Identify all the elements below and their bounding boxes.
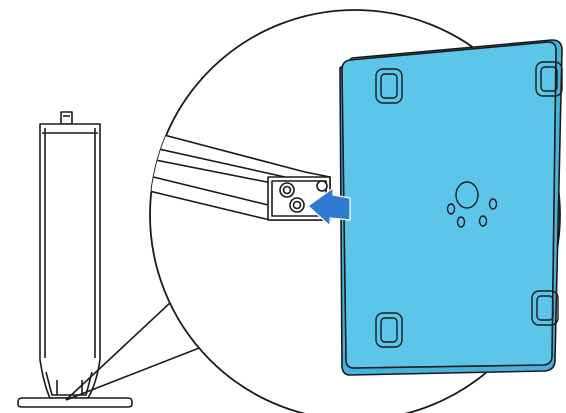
tall-speaker-icon xyxy=(18,112,132,407)
base-plate-icon xyxy=(340,40,562,375)
